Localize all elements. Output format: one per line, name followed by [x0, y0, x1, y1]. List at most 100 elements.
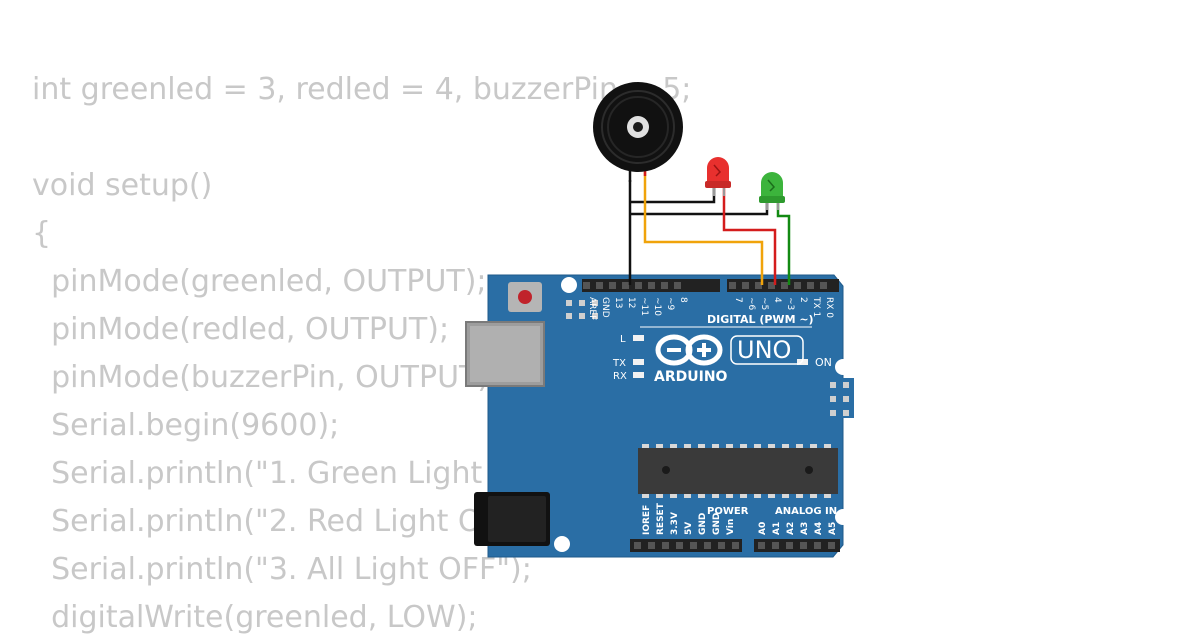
digital-pin-hole[interactable] [781, 282, 788, 289]
power-pin-hole[interactable] [732, 542, 739, 549]
power-header-label: POWER [707, 506, 749, 517]
digital-pin-hole[interactable] [742, 282, 749, 289]
digital-pin-label: 4 [772, 297, 782, 303]
mounting-hole [561, 277, 577, 293]
power-pin-hole[interactable] [690, 542, 697, 549]
digital-pin-label: AREF [587, 297, 597, 320]
chip-pin [768, 444, 775, 448]
power-pin-label: GND [712, 513, 722, 535]
piezo-buzzer[interactable] [593, 82, 683, 172]
code-line: int greenled = 3, redled = 4, buzzerPin … [32, 72, 692, 107]
power-pin-hole[interactable] [676, 542, 683, 549]
chip-pin [656, 494, 663, 498]
power-pin-label: IOREF [642, 505, 652, 535]
digital-pin-hole[interactable] [622, 282, 629, 289]
digital-pin-hole[interactable] [820, 282, 827, 289]
code-line: pinMode(buzzerPin, OUTPUT); [32, 360, 500, 395]
code-line: { [32, 216, 52, 251]
model-label: UNO [737, 336, 791, 364]
wire-black-red-led-cathode[interactable] [630, 188, 716, 204]
digital-pin-label: TX 1 [811, 296, 821, 317]
digital-pin-hole[interactable] [609, 282, 616, 289]
mounting-hole [835, 359, 851, 375]
digital-pin-hole[interactable] [661, 282, 668, 289]
arduino-logo-icon [655, 334, 723, 366]
logo-plus-v [702, 343, 706, 357]
icsp-header-right [826, 378, 854, 418]
digital-pin-hole[interactable] [635, 282, 642, 289]
mounting-hole [554, 536, 570, 552]
reset-button[interactable] [518, 290, 532, 304]
digital-pin-hole[interactable] [794, 282, 801, 289]
wire-black-green-led-cathode[interactable] [630, 203, 769, 216]
analog-header[interactable] [754, 539, 840, 552]
chip-dot [662, 466, 670, 474]
chip-pin [712, 444, 719, 448]
digital-header[interactable] [582, 279, 839, 292]
code-line: Serial.println("2. Red Light ON"); [32, 504, 540, 539]
digital-pin-label: ~5 [759, 297, 769, 310]
wire-green-led-pin3[interactable] [776, 203, 791, 285]
digital-pin-hole[interactable] [583, 282, 590, 289]
wire-orange-buzzer-pin5[interactable] [643, 172, 764, 285]
chip-dot [805, 466, 813, 474]
chip-pin [824, 494, 831, 498]
digital-pin-hole[interactable] [729, 282, 736, 289]
chip-pin [810, 444, 817, 448]
chip-pin [684, 494, 691, 498]
digital-pin-hole[interactable] [755, 282, 762, 289]
chip-pin [754, 494, 761, 498]
chip-pin [684, 444, 691, 448]
chip-pin [824, 444, 831, 448]
digital-pin-hole[interactable] [768, 282, 775, 289]
digital-header-label: DIGITAL (PWM ~) [707, 313, 814, 326]
chip-pin [670, 494, 677, 498]
analog-header-label: ANALOG IN [775, 506, 837, 517]
code-line: void setup() [32, 168, 213, 203]
wire-red-led-pin4[interactable] [722, 188, 777, 285]
label-tx: TX [612, 358, 626, 369]
digital-pin-hole[interactable] [648, 282, 655, 289]
digital-pin-label: GND [600, 297, 610, 318]
digital-pin-hole[interactable] [596, 282, 603, 289]
code-line: digitalWrite(greenled, LOW); [32, 600, 478, 635]
red-led[interactable] [705, 157, 731, 196]
icsp-header [566, 300, 598, 319]
power-header[interactable] [630, 539, 742, 552]
power-pin-hole[interactable] [662, 542, 669, 549]
led-tx [633, 359, 644, 365]
logo-minus [667, 348, 681, 352]
analog-pin-hole[interactable] [786, 542, 793, 549]
analog-pin-hole[interactable] [800, 542, 807, 549]
analog-pin-hole[interactable] [828, 542, 835, 549]
power-pin-hole[interactable] [704, 542, 711, 549]
analog-pin-label: A1 [772, 522, 782, 535]
digital-pin-label: 8 [678, 297, 688, 303]
green-led[interactable] [759, 172, 785, 210]
mounting-hole [835, 509, 851, 525]
chip-pin [656, 444, 663, 448]
analog-pin-label: A2 [786, 522, 796, 535]
digital-pin-label: ~3 [785, 297, 795, 310]
chip-pin [642, 494, 649, 498]
usb-connector-inner [470, 326, 540, 382]
chip-pin [712, 494, 719, 498]
led-on [797, 359, 808, 365]
model-badge [730, 335, 804, 365]
digital-pin-hole[interactable] [674, 282, 681, 289]
label-rx: RX [613, 371, 627, 382]
power-pin-hole[interactable] [648, 542, 655, 549]
power-pin-hole[interactable] [634, 542, 641, 549]
analog-pin-hole[interactable] [758, 542, 765, 549]
chip-pin [796, 444, 803, 448]
analog-pin-hole[interactable] [814, 542, 821, 549]
chip-pin [698, 494, 705, 498]
code-line: pinMode(redled, OUTPUT); [32, 312, 450, 347]
code-editor-text: int greenled = 3, redled = 4, buzzerPin … [32, 66, 691, 642]
power-pin-hole[interactable] [718, 542, 725, 549]
chip-pin [740, 444, 747, 448]
digital-pin-hole[interactable] [807, 282, 814, 289]
analog-pin-hole[interactable] [772, 542, 779, 549]
power-pin-label: GND [698, 513, 708, 535]
